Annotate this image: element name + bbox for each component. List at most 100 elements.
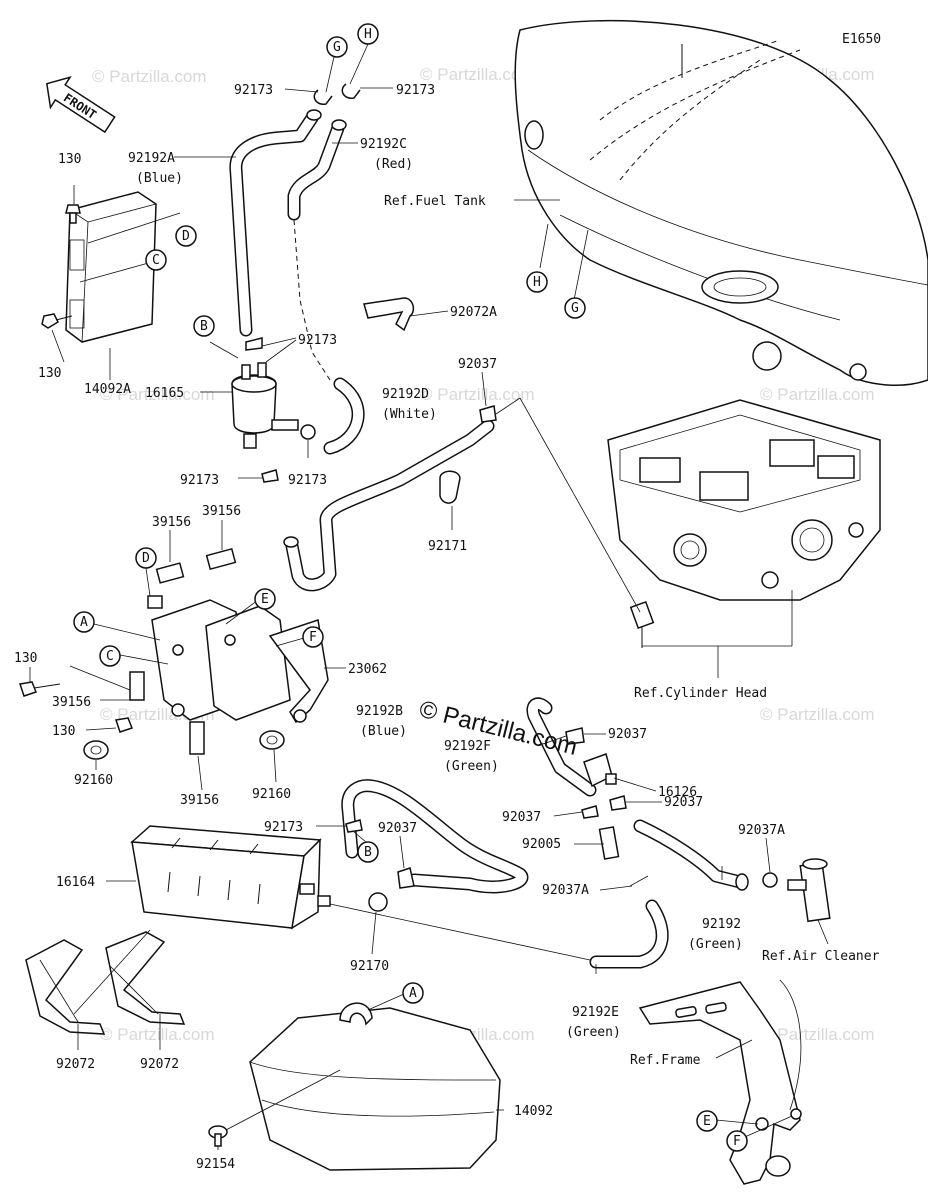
- svg-text:A: A: [80, 615, 88, 630]
- bolt-130-low: [115, 717, 133, 733]
- label-92037: 92037: [378, 821, 417, 836]
- label-92005: 92005: [522, 837, 561, 852]
- callout-a-bracket: A: [73, 611, 95, 633]
- svg-text:A: A: [409, 986, 417, 1001]
- watermark: © Partzilla.com: [760, 1025, 875, 1044]
- svg-text:F: F: [733, 1134, 741, 1149]
- part-labels: 130 130 14092A 16165 92173 92173 92192A …: [14, 83, 880, 1172]
- fitting-92005: [598, 826, 620, 860]
- svg-text:B: B: [364, 845, 372, 860]
- label-92171: 92171: [428, 539, 467, 554]
- callout-b-canister: B: [357, 841, 379, 863]
- callout-c-bracket: C: [99, 645, 121, 667]
- callout-d-bracket: D: [135, 547, 157, 569]
- label-92192B-color: (Blue): [360, 724, 407, 739]
- frame-ref: [638, 979, 802, 1185]
- watermark: © Partzilla.com: [760, 385, 875, 404]
- label-92170: 92170: [350, 959, 389, 974]
- callout-g-tank: G: [564, 297, 586, 319]
- callout-d-module: D: [175, 225, 197, 247]
- svg-text:G: G: [571, 301, 579, 316]
- callout-c-module: C: [145, 249, 167, 271]
- pad-39156: [189, 721, 205, 755]
- diagram-code: E1650: [842, 32, 881, 47]
- copyright-text: © Partzilla.com: [417, 696, 580, 761]
- callout-f-frame: F: [726, 1130, 748, 1152]
- label-92154: 92154: [196, 1157, 235, 1172]
- band-92072: [25, 931, 186, 1035]
- label-130: 130: [52, 724, 75, 739]
- pad-39156: [155, 562, 185, 584]
- svg-text:B: B: [200, 319, 208, 334]
- callout-h-top: H: [357, 23, 379, 45]
- pad-39156: [129, 671, 145, 701]
- label-14092: 14092: [514, 1104, 553, 1119]
- label-92192D-color: (White): [382, 407, 437, 422]
- svg-text:C: C: [106, 649, 114, 664]
- label-92037A: 92037A: [738, 823, 785, 838]
- watermark: © Partzilla.com: [100, 1025, 215, 1044]
- label-14092A: 14092A: [84, 382, 131, 397]
- svg-text:G: G: [333, 40, 341, 55]
- callout-g-top: G: [326, 36, 348, 58]
- bracket-23062: [147, 595, 329, 724]
- ref-fuel-tank: Ref.Fuel Tank: [384, 194, 486, 209]
- pad-39156: [205, 547, 237, 571]
- grommet-92160: [259, 730, 285, 750]
- svg-text:E: E: [261, 592, 269, 607]
- callout-a-cover: A: [402, 982, 424, 1004]
- screw-92154: [208, 1125, 228, 1147]
- callouts: G H D C B H G D E F A C B A E F: [73, 23, 748, 1152]
- band-92072A: [363, 297, 415, 332]
- label-92072A: 92072A: [450, 305, 497, 320]
- label-16165: 16165: [145, 386, 184, 401]
- svg-text:D: D: [182, 229, 190, 244]
- label-92192B: 92192B: [356, 704, 403, 719]
- label-16164: 16164: [56, 875, 95, 890]
- label-92160: 92160: [252, 787, 291, 802]
- label-92173: 92173: [264, 820, 303, 835]
- label-92192C: 92192C: [360, 137, 407, 152]
- label-92192A-color: (Blue): [136, 171, 183, 186]
- label-92160: 92160: [74, 773, 113, 788]
- label-39156: 39156: [180, 793, 219, 808]
- ref-frame: Ref.Frame: [630, 1053, 701, 1068]
- label-39156: 39156: [202, 504, 241, 519]
- label-92037: 92037: [502, 810, 541, 825]
- label-39156: 39156: [52, 695, 91, 710]
- svg-text:E: E: [703, 1114, 711, 1129]
- fuel-filter-16165: [231, 362, 299, 449]
- label-92037: 92037: [664, 795, 703, 810]
- label-92037: 92037: [608, 727, 647, 742]
- label-92072: 92072: [140, 1057, 179, 1072]
- air-cleaner-fitting: [787, 858, 831, 923]
- label-130: 130: [58, 152, 81, 167]
- leader-lines: [29, 43, 829, 1150]
- clamps: [245, 83, 778, 912]
- label-92037A: 92037A: [542, 883, 589, 898]
- watermark: © Partzilla.com: [92, 67, 207, 86]
- label-130: 130: [38, 366, 61, 381]
- label-92192D: 92192D: [382, 387, 429, 402]
- label-92192E-color: (Green): [566, 1025, 621, 1040]
- bolt-130-top: [65, 204, 81, 224]
- label-92173: 92173: [298, 333, 337, 348]
- ref-air-cleaner: Ref.Air Cleaner: [762, 949, 880, 964]
- canister-16164: [130, 825, 331, 930]
- label-92037: 92037: [458, 357, 497, 372]
- label-92173: 92173: [396, 83, 435, 98]
- fuel-tank-ref: [514, 19, 928, 386]
- svg-text:H: H: [364, 27, 372, 42]
- watermark: © Partzilla.com: [760, 705, 875, 724]
- svg-text:D: D: [142, 551, 150, 566]
- label-23062: 23062: [348, 662, 387, 677]
- watermark: © Partzilla.com: [100, 385, 215, 404]
- svg-text:F: F: [309, 630, 317, 645]
- label-92192F: 92192F: [444, 739, 491, 754]
- label-92173: 92173: [288, 473, 327, 488]
- watermark: © Partzilla.com: [420, 65, 535, 84]
- label-92192E: 92192E: [572, 1005, 619, 1020]
- callout-e-bracket: E: [254, 588, 276, 610]
- svg-text:H: H: [533, 275, 541, 290]
